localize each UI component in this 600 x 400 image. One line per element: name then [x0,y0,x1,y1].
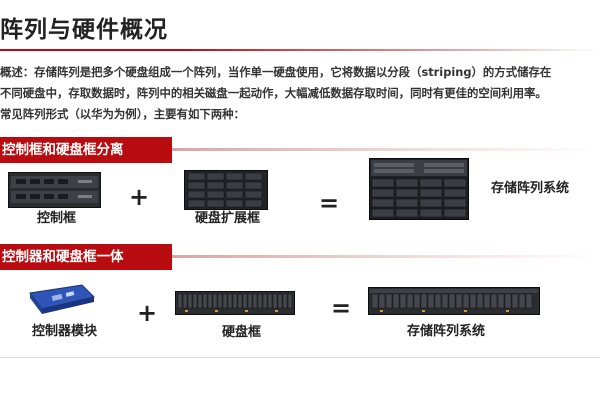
storage-array-rack-image [369,158,469,220]
controller-enclosure-image [8,172,101,208]
caption-controller-enclosure: 控制框 [37,211,77,226]
section-label: 控制框和硬盘框分离 [0,137,172,163]
section-header-separated: 控制框和硬盘框分离 [0,137,600,163]
caption-disk-expansion-enclosure: 硬盘扩展框 [195,211,261,226]
intro-line: 常见阵列形式（以华为为例），主要有如下两种： [0,107,245,121]
plus-sign: + [129,183,150,211]
storage-array-system-image [368,287,540,315]
intro-line: 概述：存储阵列是把多个硬盘组成一个阵列，当作单一硬盘使用，它将数据以分段（str… [0,65,552,79]
equals-sign: = [319,189,340,217]
intro-paragraph: 概述：存储阵列是把多个硬盘组成一个阵列，当作单一硬盘使用，它将数据以分段（str… [0,62,600,125]
title-divider [0,49,600,51]
section-label: 控制器和硬盘框一体 [0,244,172,270]
controller-module-image [26,283,96,315]
plus-sign: + [137,299,158,327]
bottom-divider [0,357,600,358]
equals-sign: = [331,294,352,322]
disk-expansion-enclosure-image [184,170,268,210]
section-header-integrated: 控制器和硬盘框一体 [0,244,600,270]
disk-enclosure-image [175,291,295,315]
caption-storage-array-system: 存储阵列系统 [407,324,486,339]
caption-disk-enclosure: 硬盘框 [222,325,262,340]
section-divider [172,148,600,151]
page-title: 阵列与硬件概况 [0,17,168,43]
caption-storage-array-system: 存储阵列系统 [491,181,570,196]
caption-controller-module: 控制器模块 [32,324,98,339]
section-divider [172,255,600,258]
intro-line: 不同硬盘中，存取数据时，阵列中的相关磁盘一起动作，大幅减低数据存取时间，同时有更… [0,86,547,100]
